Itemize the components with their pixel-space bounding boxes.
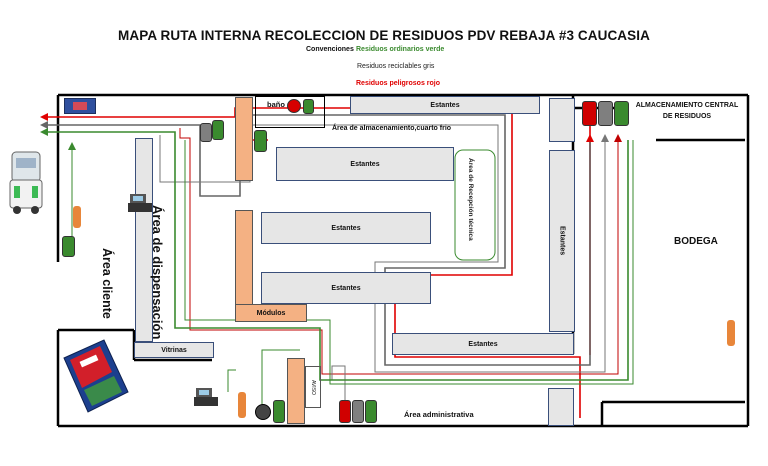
legend-recyclable: Residuos reciclables gris xyxy=(357,63,435,70)
trash-bin-icon xyxy=(273,400,285,423)
toilet-icon xyxy=(255,404,271,420)
showcases: Vitrinas xyxy=(134,342,214,358)
module-middle xyxy=(235,210,253,308)
trash-bin-icon xyxy=(598,101,613,126)
admin-area-label: Área administrativa xyxy=(404,410,474,419)
trash-bin-icon xyxy=(339,400,351,423)
ambulance-icon xyxy=(6,150,46,216)
modules: Módulos xyxy=(235,304,307,322)
dispensing-counter xyxy=(135,138,153,342)
fire-extinguisher-icon xyxy=(73,206,81,228)
trash-bin-icon xyxy=(582,101,597,126)
client-area-label: Área cliente xyxy=(100,248,114,319)
walls xyxy=(56,93,750,428)
trash-bin-icon xyxy=(614,101,629,126)
admin-sign: AVISO xyxy=(305,366,321,408)
shelf-top: Estantes xyxy=(350,96,540,114)
shelf-bottom xyxy=(548,388,574,426)
cold-storage-label: Área de almacenamiento,cuarto frio xyxy=(332,125,452,132)
trash-bin-icon xyxy=(303,99,314,114)
central-storage-label: ALMACENAMIENTO CENTRAL DE RESIDUOS xyxy=(635,102,739,120)
warehouse-label: BODEGA xyxy=(674,236,718,247)
shelf-4: Estantes xyxy=(392,333,574,355)
dispensing-area-label: Área de dispensación xyxy=(150,205,165,340)
module-admin xyxy=(287,358,305,424)
toilet-icon xyxy=(287,99,301,113)
cash-register-icon xyxy=(193,386,219,408)
exit-sign xyxy=(64,98,96,114)
legend-hazardous: Residuos peligrosos rojo xyxy=(356,80,441,87)
shelf-2: Estantes xyxy=(261,212,431,244)
bathroom-label: baño xyxy=(267,100,285,109)
vending-machine-icon xyxy=(60,336,132,418)
shelf-corner xyxy=(549,98,575,142)
trash-bin-icon xyxy=(365,400,377,423)
shelf-3: Estantes xyxy=(261,272,431,304)
trash-bin-icon xyxy=(200,123,212,142)
trash-bin-icon xyxy=(254,130,267,152)
module-top xyxy=(235,97,253,181)
legend-organic: Residuos ordinarios verde xyxy=(356,46,445,53)
cash-register-icon xyxy=(127,192,153,214)
reception-label: Área de Recepción técnica xyxy=(467,158,474,241)
legend-heading: Convenciones xyxy=(306,46,354,53)
route-arrows xyxy=(40,113,622,150)
reception-area-outline xyxy=(454,149,496,261)
shelf-vertical: Estantes xyxy=(549,150,575,332)
trash-bin-icon xyxy=(212,120,224,140)
shelf-1: Estantes xyxy=(276,147,454,181)
trash-bin-icon xyxy=(62,236,75,257)
fire-extinguisher-icon xyxy=(238,392,246,418)
bathroom xyxy=(255,96,325,128)
page-title: MAPA RUTA INTERNA RECOLECCION DE RESIDUO… xyxy=(118,28,650,43)
trash-bin-icon xyxy=(352,400,364,423)
fire-extinguisher-icon xyxy=(727,320,735,346)
